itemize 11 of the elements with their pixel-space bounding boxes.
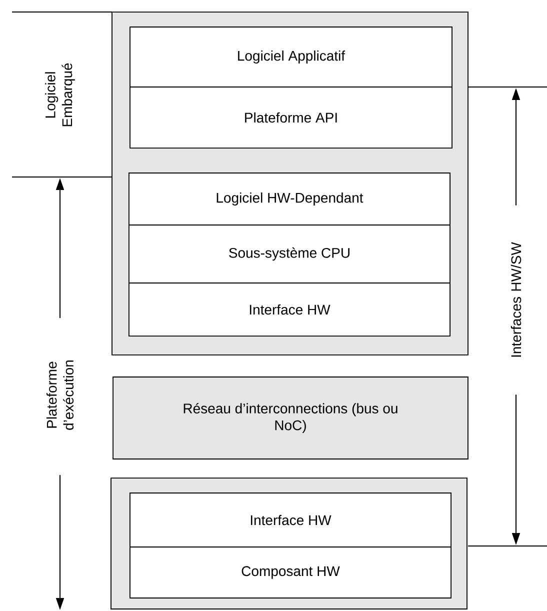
layer-box: Réseau d’interconnections (bus ou NoC) xyxy=(112,376,468,460)
layer-box: Plateforme API xyxy=(130,86,452,148)
layer-box: Logiciel HW-Dependant xyxy=(128,172,450,226)
layer-box: Logiciel Applicatif xyxy=(130,26,452,88)
layer-box: Interface HW xyxy=(128,282,450,336)
rotated-label: Plateforme d’exécution xyxy=(45,340,75,450)
layer-box: Sous-système CPU xyxy=(128,224,450,284)
layer-box: Interface HW xyxy=(130,492,452,548)
rotated-label: Logiciel Embarqué xyxy=(44,40,76,150)
layer-box: Composant HW xyxy=(130,546,452,598)
rotated-label: Interfaces HW/SW xyxy=(510,205,522,395)
